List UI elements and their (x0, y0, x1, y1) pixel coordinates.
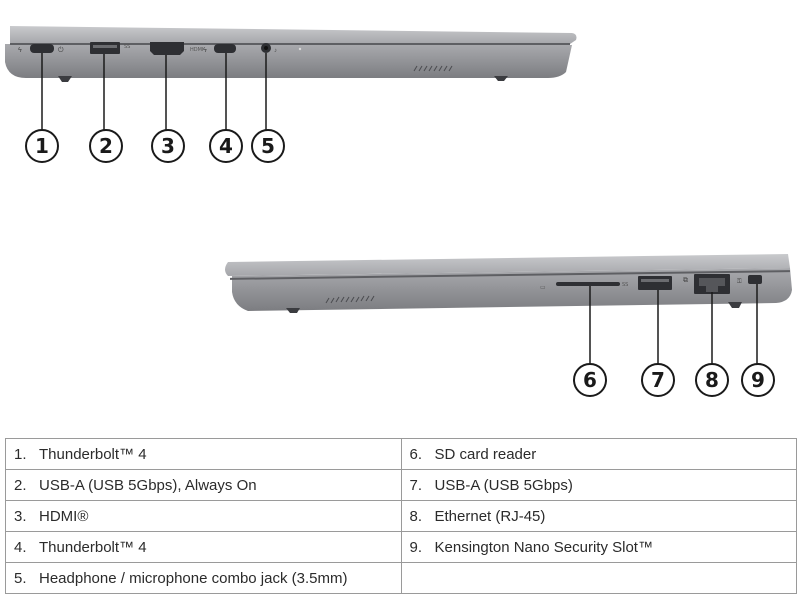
callout-8: 8 (695, 363, 729, 397)
callout-label: 1 (35, 134, 49, 158)
hdmi-port (150, 42, 184, 55)
callout-label: 6 (583, 368, 597, 392)
port-number: 7. (409, 476, 423, 494)
port-label: SD card reader (434, 445, 537, 463)
callout-label: 8 (705, 368, 719, 392)
lock-icon: ⚿ (737, 278, 742, 285)
usb-ss-label-right: SS (622, 282, 628, 288)
port-label: HDMI® (39, 507, 89, 525)
indicator-led (298, 47, 302, 51)
table-cell: 7. USB-A (USB 5Gbps) (400, 469, 797, 501)
power-icon: ⏻ (58, 46, 64, 54)
port-number: 1. (14, 445, 27, 463)
callout-label: 7 (651, 368, 665, 392)
sd-card-slot (556, 282, 620, 286)
foot-left-2 (494, 76, 508, 81)
callout-label: 4 (219, 134, 233, 158)
sd-card-icon: ▭ (540, 285, 546, 291)
network-icon: ⧉ (683, 277, 688, 284)
callout-label: 9 (751, 368, 765, 392)
table-cell: 5. Headphone / microphone combo jack (3.5… (5, 562, 402, 594)
table-row: 4. Thunderbolt™ 4 9. Kensington Nano Secur… (5, 531, 797, 563)
port-label: Ethernet (RJ-45) (434, 507, 546, 525)
usb-ss-label-left: SS (124, 44, 130, 50)
port-number: 3. (14, 507, 27, 525)
table-cell: 8. Ethernet (RJ-45) (400, 500, 797, 532)
port-number: 8. (409, 507, 423, 525)
port-legend-table: 1. Thunderbolt™ 4 6. SD card reader 2. USB-… (5, 438, 797, 594)
thunderbolt-port-1 (30, 44, 54, 53)
callout-4: 4 (209, 129, 243, 163)
vent-right (325, 295, 375, 304)
table-cell: 9. Kensington Nano Security Slot™ (400, 531, 797, 563)
lightning-icon: ϟ (203, 47, 207, 54)
callout-label: 3 (161, 134, 175, 158)
lid-left (10, 26, 577, 44)
hdmi-port-label: HDMI (190, 47, 203, 53)
table-cell: 6. SD card reader (400, 438, 797, 470)
laptop-left-side: ϟ ⏻ SS HDMI ϟ ♪ (5, 26, 577, 82)
lightning-icon: ϟ (18, 47, 22, 54)
port-label: USB-A (USB 5Gbps), Always On (39, 476, 257, 494)
foot-right-1 (286, 308, 300, 313)
callout-7: 7 (641, 363, 675, 397)
table-cell (400, 562, 797, 594)
port-number: 9. (409, 538, 423, 556)
callout-1: 1 (25, 129, 59, 163)
port-number: 5. (14, 569, 27, 587)
thunderbolt-port-2 (214, 44, 236, 53)
callout-6: 6 (573, 363, 607, 397)
table-cell: 2. USB-A (USB 5Gbps), Always On (5, 469, 402, 501)
port-label: Thunderbolt™ 4 (39, 445, 147, 463)
table-cell: 3. HDMI® (5, 500, 402, 532)
port-label: Kensington Nano Security Slot™ (434, 538, 653, 556)
table-cell: 4. Thunderbolt™ 4 (5, 531, 402, 563)
port-number: 4. (14, 538, 27, 556)
callout-label: 5 (261, 134, 275, 158)
foot-right-2 (728, 302, 742, 308)
usb-a-port-right (638, 276, 672, 290)
port-label: USB-A (USB 5Gbps) (434, 476, 573, 494)
table-row: 1. Thunderbolt™ 4 6. SD card reader (5, 438, 797, 470)
table-row: 2. USB-A (USB 5Gbps), Always On 7. USB-A (… (5, 469, 797, 501)
leader-lines-bottom (589, 284, 758, 364)
port-number: 6. (409, 445, 423, 463)
table-cell: 1. Thunderbolt™ 4 (5, 438, 402, 470)
table-row: 5. Headphone / microphone combo jack (3.5… (5, 562, 797, 594)
lid-right (225, 254, 790, 276)
port-label: Headphone / microphone combo jack (3.5mm… (39, 569, 348, 587)
callout-9: 9 (741, 363, 775, 397)
vent-left (413, 65, 453, 72)
foot-left-1 (58, 76, 72, 82)
headset-icon: ♪ (274, 48, 277, 54)
port-number: 2. (14, 476, 27, 494)
kensington-slot (748, 275, 762, 284)
callout-5: 5 (251, 129, 285, 163)
callout-label: 2 (99, 134, 113, 158)
callout-2: 2 (89, 129, 123, 163)
table-row: 3. HDMI® 8. Ethernet (RJ-45) (5, 500, 797, 532)
laptop-port-diagram: ϟ ⏻ SS HDMI ϟ ♪ 1 2 3 4 5 (5, 26, 792, 397)
callout-3: 3 (151, 129, 185, 163)
leader-lines-top (41, 53, 267, 130)
port-label: Thunderbolt™ 4 (39, 538, 147, 556)
laptop-right-side: ▭ SS ⧉ ⚿ (225, 254, 792, 313)
